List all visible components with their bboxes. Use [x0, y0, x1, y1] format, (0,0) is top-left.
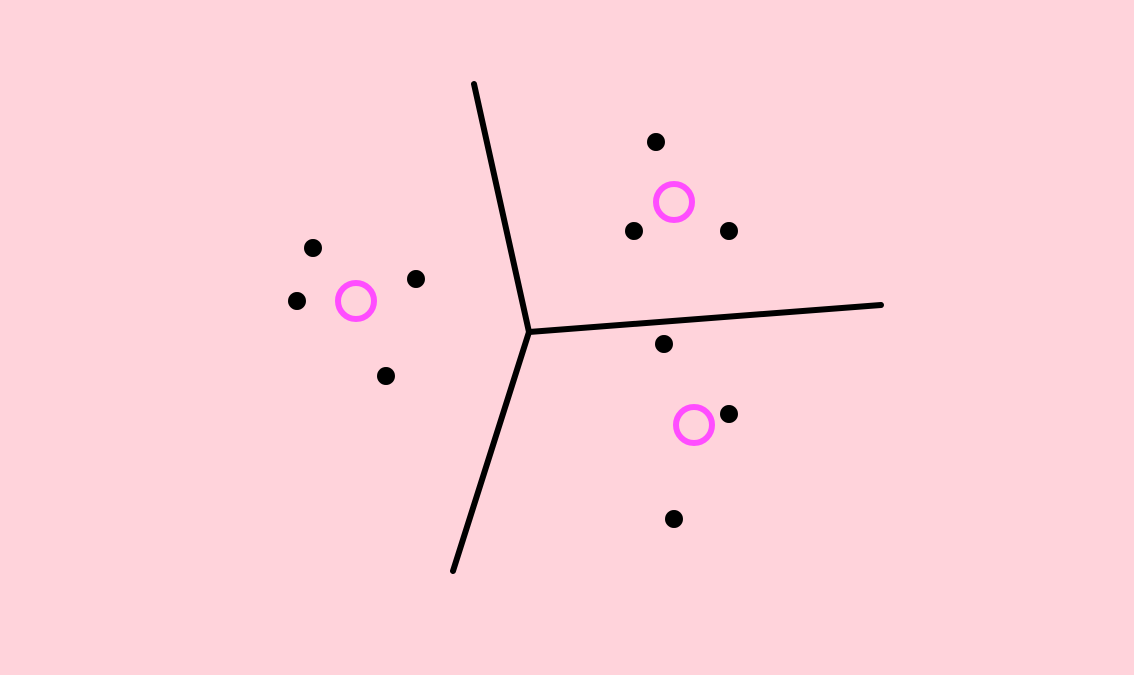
data-point: [304, 239, 322, 257]
data-point: [720, 405, 738, 423]
cluster-left: [288, 239, 425, 385]
data-point: [720, 222, 738, 240]
data-point: [377, 367, 395, 385]
boundary-line-bottom: [450, 329, 532, 574]
centroid-marker: [335, 280, 377, 322]
centroid-marker: [673, 404, 715, 446]
centroid-marker: [653, 181, 695, 223]
boundary-line-right: [526, 302, 884, 335]
data-point: [625, 222, 643, 240]
data-point: [407, 270, 425, 288]
data-point: [665, 510, 683, 528]
voronoi-boundaries: [450, 81, 884, 574]
boundary-line-top: [471, 81, 532, 335]
data-point: [647, 133, 665, 151]
cluster-top-right: [625, 133, 738, 240]
data-point: [288, 292, 306, 310]
cluster-bottom-right: [655, 335, 738, 528]
data-point: [655, 335, 673, 353]
